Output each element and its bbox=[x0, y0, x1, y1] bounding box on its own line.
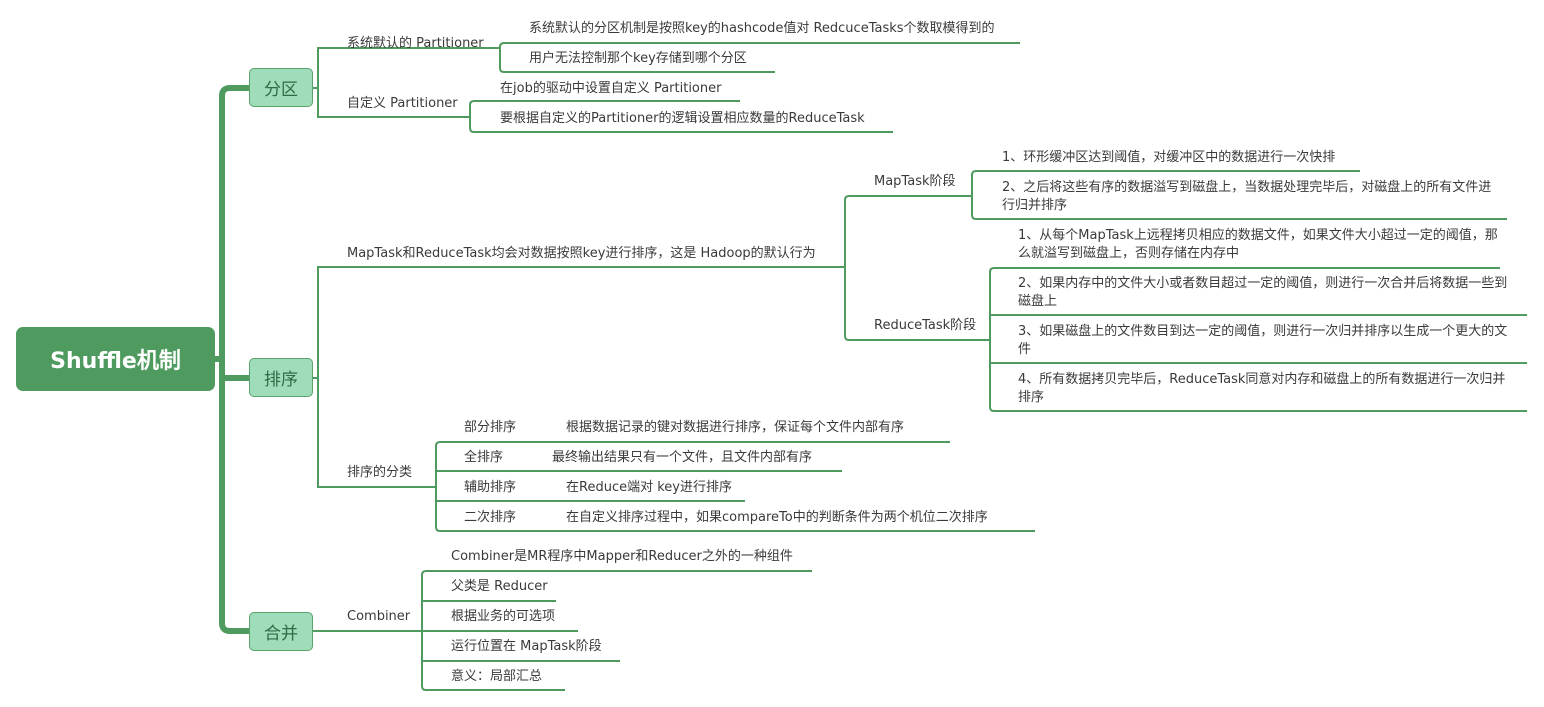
sort-type-desc: 最终输出结果只有一个文件，且文件内部有序 bbox=[552, 450, 813, 465]
leaf-node[interactable]: 父类是 Reducer bbox=[451, 579, 548, 594]
sort-type-name[interactable]: 全排序 bbox=[464, 450, 504, 465]
sort-type-desc: 在Reduce端对 key进行排序 bbox=[566, 480, 732, 495]
sort-type-name[interactable]: 辅助排序 bbox=[464, 480, 517, 495]
sort-type-desc: 在自定义排序过程中，如果compareTo中的判断条件为两个机位二次排序 bbox=[566, 510, 988, 525]
node-custom-partitioner[interactable]: 自定义 Partitioner bbox=[347, 96, 458, 111]
leaf-node[interactable]: 在job的驱动中设置自定义 Partitioner bbox=[500, 81, 722, 96]
node-combiner[interactable]: Combiner bbox=[347, 609, 411, 624]
node-sort[interactable]: 排序 bbox=[249, 358, 313, 397]
node-maptask-phase[interactable]: MapTask阶段 bbox=[874, 174, 956, 189]
node-sort-types[interactable]: 排序的分类 bbox=[347, 465, 413, 480]
leaf-node[interactable]: 2、之后将这些有序的数据溢写到磁盘上，当数据处理完毕后，对磁盘上的所有文件进行归… bbox=[1002, 180, 1492, 213]
node-partition[interactable]: 分区 bbox=[249, 68, 313, 107]
leaf-node[interactable]: 意义：局部汇总 bbox=[451, 669, 543, 684]
leaf-node[interactable]: Combiner是MR程序中Mapper和Reducer之外的一种组件 bbox=[451, 549, 793, 564]
leaf-node[interactable]: 1、从每个MapTask上远程拷贝相应的数据文件，如果文件大小超过一定的阈值，那… bbox=[1018, 228, 1498, 261]
node-combine[interactable]: 合并 bbox=[249, 612, 313, 651]
leaf-node[interactable]: 运行位置在 MapTask阶段 bbox=[451, 639, 602, 654]
node-default-partitioner[interactable]: 系统默认的 Partitioner bbox=[347, 36, 484, 51]
leaf-node[interactable]: 用户无法控制那个key存储到哪个分区 bbox=[529, 51, 747, 66]
leaf-node[interactable]: 2、如果内存中的文件大小或者数目超过一定的阈值，则进行一次合并后将数据一些到磁盘… bbox=[1018, 276, 1508, 309]
leaf-node[interactable]: 3、如果磁盘上的文件数目到达一定的阈值，则进行一次归并排序以生成一个更大的文件 bbox=[1018, 324, 1508, 357]
sort-type-desc: 根据数据记录的键对数据进行排序，保证每个文件内部有序 bbox=[566, 420, 905, 435]
leaf-node[interactable]: 根据业务的可选项 bbox=[451, 609, 556, 624]
node-reducetask-phase[interactable]: ReduceTask阶段 bbox=[874, 318, 977, 333]
leaf-node[interactable]: 要根据自定义的Partitioner的逻辑设置相应数量的ReduceTask bbox=[500, 111, 865, 126]
root-node[interactable]: Shuffle机制 bbox=[16, 327, 215, 391]
node-sort-behavior[interactable]: MapTask和ReduceTask均会对数据按照key进行排序，这是 Hado… bbox=[347, 246, 816, 261]
sort-type-name[interactable]: 部分排序 bbox=[464, 420, 517, 435]
leaf-node[interactable]: 1、环形缓冲区达到阈值，对缓冲区中的数据进行一次快排 bbox=[1002, 150, 1336, 165]
sort-type-name[interactable]: 二次排序 bbox=[464, 510, 517, 525]
leaf-node[interactable]: 4、所有数据拷贝完毕后，ReduceTask同意对内存和磁盘上的所有数据进行一次… bbox=[1018, 372, 1506, 405]
leaf-node[interactable]: 系统默认的分区机制是按照key的hashcode值对 RedcuceTasks个… bbox=[529, 21, 995, 36]
